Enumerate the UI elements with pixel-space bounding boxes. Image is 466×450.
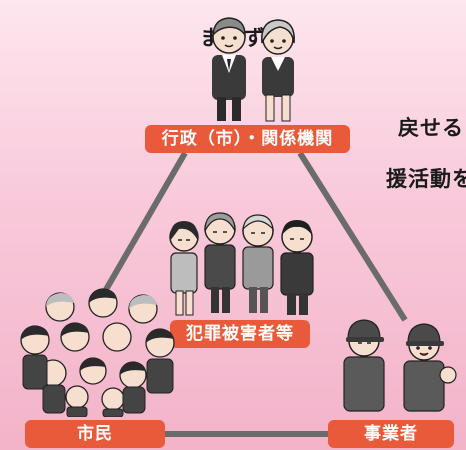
node-label-citizen: 市民: [25, 420, 165, 448]
admin-officials-illustration: [212, 17, 295, 122]
edge-admin-business: [297, 151, 408, 322]
victim-elder-man: [242, 214, 274, 313]
man-official: [212, 17, 246, 121]
victim-young-man: [280, 220, 314, 315]
business-workers-illustration: [343, 319, 457, 412]
woman-official: [261, 19, 295, 122]
victims-illustration: [169, 212, 314, 316]
victim-woman-left: [169, 221, 199, 316]
node-label-victim: 犯罪被害者等: [170, 320, 310, 348]
worker-woman: [403, 323, 457, 412]
worker-man: [343, 319, 385, 412]
edge-admin-citizen: [97, 151, 188, 302]
node-label-admin: 行政（市）・関係機関: [145, 125, 350, 153]
citizens-illustration: [20, 288, 175, 417]
body-text-line-2: 戻せるよ: [398, 116, 466, 140]
node-label-business: 事業者: [328, 420, 454, 448]
body-text-line-3: 援活動を: [386, 167, 466, 191]
victim-woman-center: [204, 212, 236, 313]
